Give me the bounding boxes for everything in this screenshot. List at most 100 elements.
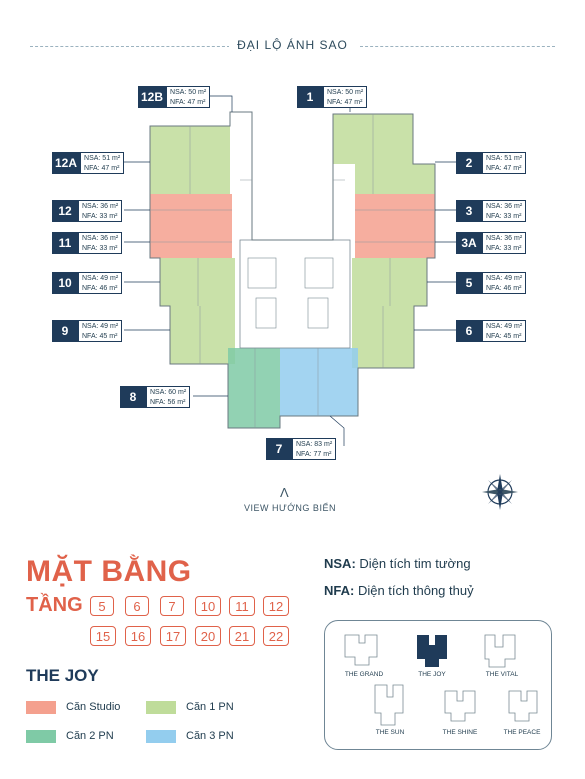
legend-label-3pn: Căn 3 PN xyxy=(186,730,234,742)
floor-box[interactable]: 10 xyxy=(195,596,221,616)
site-label-the-shine: THE SHINE xyxy=(442,729,478,736)
unit-number: 12A xyxy=(52,152,81,174)
street-rule-left xyxy=(30,46,230,47)
legend-label-1pn: Căn 1 PN xyxy=(186,701,234,713)
floor-box[interactable]: 6 xyxy=(125,596,149,616)
view-label: VIEW HƯỚNG BIỂN xyxy=(244,503,336,513)
core-stair-right xyxy=(304,257,334,289)
view-direction-icon: Λ xyxy=(280,485,289,500)
floor-box[interactable]: 7 xyxy=(160,596,184,616)
nfa-definition: NFA: Diện tích thông thuỷ xyxy=(324,583,474,598)
floor-box[interactable]: 21 xyxy=(229,626,255,646)
legend-swatch-1pn xyxy=(146,701,176,714)
building-the-joy-shape[interactable] xyxy=(417,635,447,667)
floor-box[interactable]: 17 xyxy=(160,626,186,646)
unit-number: 6 xyxy=(456,320,482,342)
floor-box[interactable]: 16 xyxy=(125,626,151,646)
floor-box[interactable]: 15 xyxy=(90,626,116,646)
core-lift-left xyxy=(255,297,277,329)
building-the-shine-shape[interactable] xyxy=(444,690,476,722)
unit-2-area[interactable] xyxy=(355,164,435,194)
building-the-sun-shape[interactable] xyxy=(374,684,404,726)
site-map-buildings xyxy=(344,634,538,726)
site-label-the-joy: THE JOY xyxy=(418,671,446,678)
floor-label: TẦNG xyxy=(26,594,83,616)
unit-10-area[interactable] xyxy=(160,258,235,306)
building-the-grand-shape[interactable] xyxy=(344,634,378,666)
legend-label-studio: Căn Studio xyxy=(66,701,121,713)
building-name: THE JOY xyxy=(26,666,99,685)
site-label-the-peace: THE PEACE xyxy=(503,729,541,736)
site-label-the-grand: THE GRAND xyxy=(344,671,384,678)
unit-number: 10 xyxy=(52,272,78,294)
building-the-peace-shape[interactable] xyxy=(508,690,538,722)
page-title: MẶT BẰNG xyxy=(26,555,192,588)
floor-box[interactable]: 12 xyxy=(263,596,289,616)
building-the-vital-shape[interactable] xyxy=(484,634,516,668)
unit-number: 11 xyxy=(52,232,78,254)
street-rule-right xyxy=(360,46,555,47)
legend-label-2pn: Căn 2 PN xyxy=(66,730,114,742)
nsa-definition: NSA: Diện tích tim tường xyxy=(324,556,471,571)
site-label-the-vital: THE VITAL xyxy=(485,671,519,678)
floor-box[interactable]: 5 xyxy=(90,596,114,616)
unit-9-area[interactable] xyxy=(170,306,235,364)
legend-swatch-3pn xyxy=(146,730,176,743)
unit-7-area[interactable] xyxy=(280,348,358,416)
unit-number: 2 xyxy=(456,152,482,174)
unit-number: 3A xyxy=(456,232,482,254)
building-outline xyxy=(149,111,436,429)
unit-number: 3 xyxy=(456,200,482,222)
building-core xyxy=(239,239,351,349)
floor-box[interactable]: 11 xyxy=(229,596,255,616)
unit-5-area[interactable] xyxy=(352,258,427,306)
unit-number: 1 xyxy=(297,86,323,108)
unit-number: 12B xyxy=(138,86,167,108)
unit-number: 8 xyxy=(120,386,146,408)
unit-number: 9 xyxy=(52,320,78,342)
street-name: ĐẠI LỘ ÁNH SAO xyxy=(0,38,585,52)
core-lift-right xyxy=(307,297,329,329)
floor-box[interactable]: 20 xyxy=(195,626,221,646)
legend-swatch-studio xyxy=(26,701,56,714)
legend-swatch-2pn xyxy=(26,730,56,743)
site-label-the-sun: THE SUN xyxy=(375,729,405,736)
unit-8-area[interactable] xyxy=(228,348,280,428)
compass-icon xyxy=(482,474,518,510)
unit-number: 5 xyxy=(456,272,482,294)
unit-number: 7 xyxy=(266,438,292,460)
floor-box[interactable]: 22 xyxy=(263,626,289,646)
unit-number: 12 xyxy=(52,200,78,222)
site-map: THE GRAND THE JOY THE VITAL THE SUN THE … xyxy=(324,620,552,750)
core-stair-left xyxy=(247,257,277,289)
floor-plan xyxy=(124,95,456,446)
interior-walls xyxy=(150,114,435,428)
